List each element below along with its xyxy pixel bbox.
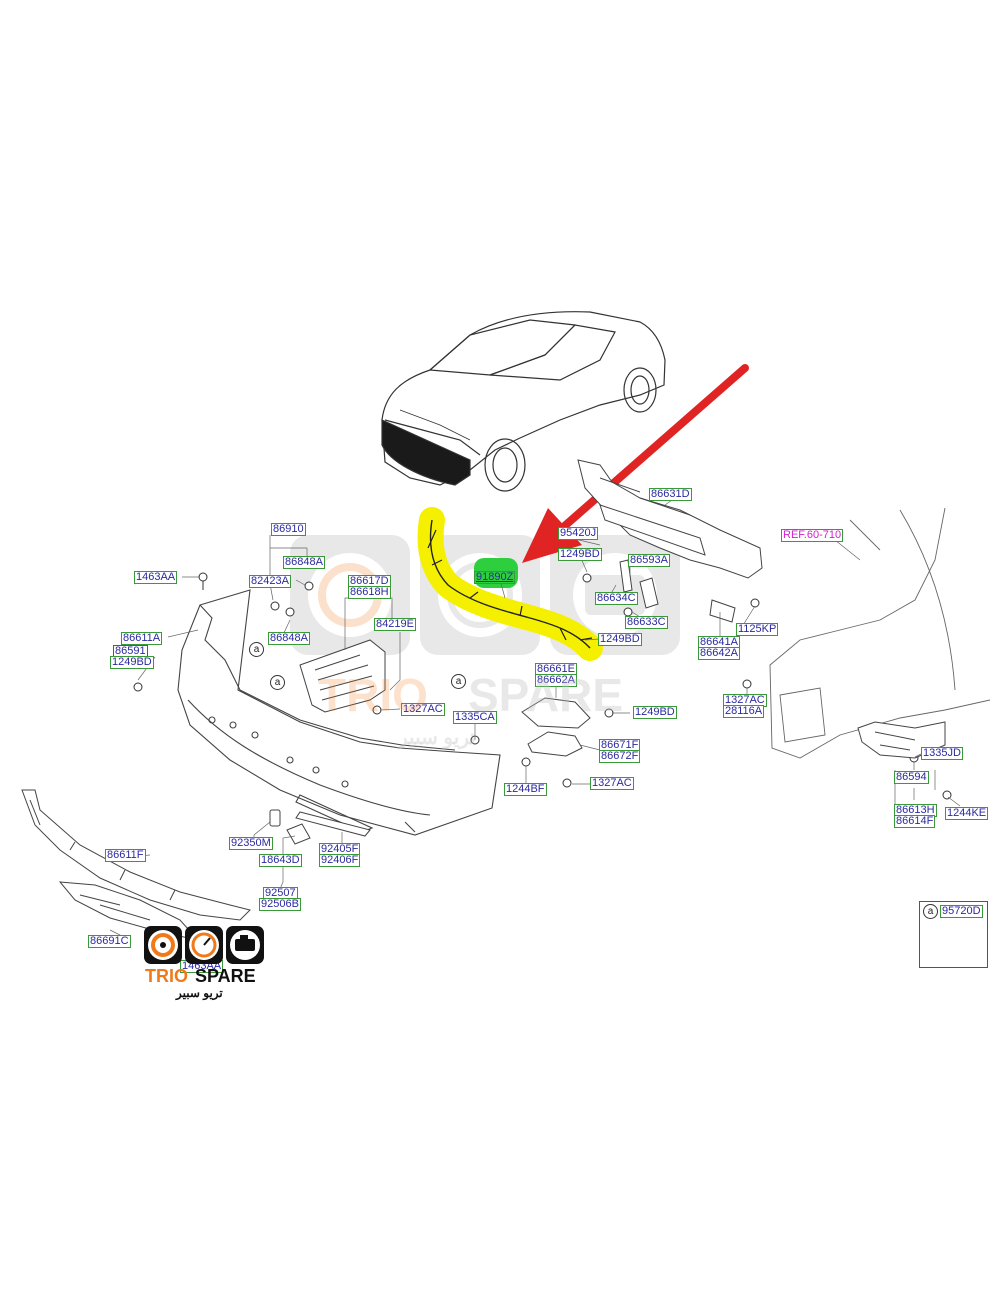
- part-label[interactable]: 86594: [894, 771, 929, 784]
- callout-a: a: [249, 642, 264, 657]
- part-label[interactable]: 1463AA: [134, 571, 178, 584]
- lower-diffuser: [21, 789, 251, 941]
- part-label[interactable]: 92406F: [319, 854, 361, 867]
- car-thumbnail: [381, 311, 666, 492]
- bumper-beam: [577, 459, 763, 579]
- part-label[interactable]: 82423A: [249, 575, 291, 588]
- part-label[interactable]: 86642A: [698, 647, 740, 660]
- part-label[interactable]: 1125KP: [736, 623, 779, 636]
- part-label[interactable]: 1249BD: [110, 656, 154, 669]
- watermark-text-right: SPARE: [468, 669, 624, 721]
- brand-name-right: SPARE: [195, 966, 256, 986]
- part-label[interactable]: 1327AC: [401, 703, 445, 716]
- part-label[interactable]: 86611F: [105, 849, 146, 862]
- part-label[interactable]: 1249BD: [633, 706, 677, 719]
- watermark-text-left: TRIO: [318, 669, 428, 721]
- part-label[interactable]: 28116A: [723, 705, 765, 718]
- part-label[interactable]: 86691C: [88, 935, 131, 948]
- reflector-parts: [269, 809, 371, 845]
- part-label[interactable]: 86848A: [283, 556, 325, 569]
- part-label[interactable]: 86614F: [894, 815, 936, 828]
- part-label[interactable]: 1249BD: [558, 548, 602, 561]
- callout-a: a: [270, 675, 285, 690]
- part-label[interactable]: 1335JD: [921, 747, 963, 760]
- part-label[interactable]: 1249BD: [598, 633, 642, 646]
- part-label[interactable]: 92506B: [259, 898, 301, 911]
- reference-label[interactable]: REF.60-710: [781, 529, 844, 542]
- part-label[interactable]: 1327AC: [590, 777, 634, 790]
- watermark-arabic: تريو سبير: [398, 727, 476, 749]
- part-label[interactable]: 86910: [271, 523, 306, 536]
- part-label[interactable]: 86662A: [535, 674, 577, 687]
- part-label[interactable]: 1335CA: [453, 711, 497, 724]
- brand-arabic: تريو سبير: [176, 986, 223, 1000]
- brand-name-left: TRIO: [145, 966, 188, 986]
- part-label[interactable]: 92350M: [229, 837, 273, 850]
- part-label[interactable]: 86633C: [625, 616, 668, 629]
- part-label[interactable]: 86593A: [628, 554, 670, 567]
- part-label[interactable]: 95720D: [940, 905, 983, 918]
- side-brackets: [521, 559, 736, 757]
- part-label[interactable]: 95420J: [558, 527, 599, 540]
- part-label[interactable]: 86631D: [649, 488, 692, 501]
- part-label[interactable]: 1244KE: [945, 807, 989, 820]
- callout-a: a: [451, 674, 466, 689]
- part-label[interactable]: 1244BF: [504, 783, 547, 796]
- part-label[interactable]: 86848A: [268, 632, 310, 645]
- part-label[interactable]: 18643D: [259, 854, 302, 867]
- rear-bumper-cover: [177, 589, 501, 836]
- part-label[interactable]: 86611A: [121, 632, 163, 645]
- part-label[interactable]: 86672F: [599, 750, 641, 763]
- part-label-highlighted[interactable]: 91890Z: [474, 571, 516, 584]
- part-label[interactable]: 86618H: [348, 586, 391, 599]
- rear-fender: [769, 507, 990, 759]
- part-label[interactable]: 84219E: [374, 618, 416, 631]
- part-label[interactable]: 86634C: [595, 592, 638, 605]
- legend-callout-a: a: [923, 904, 938, 919]
- energy-absorber: [299, 639, 386, 713]
- brand-logo-icons: [144, 926, 264, 964]
